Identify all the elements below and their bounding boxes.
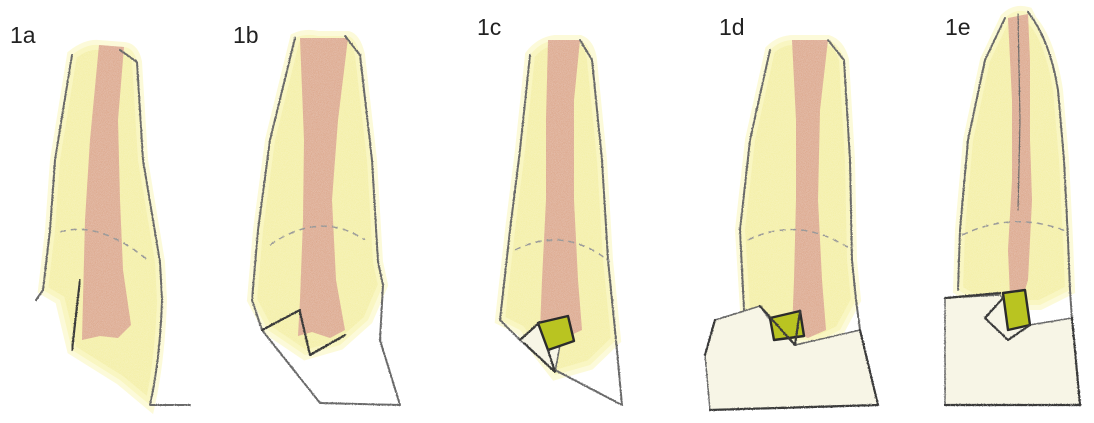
tooth-1d (705, 40, 878, 410)
tooth-1a (36, 45, 190, 405)
tooth-1b (252, 35, 400, 405)
tooth-1c (500, 40, 622, 405)
tooth-1e-restoration (1003, 290, 1030, 330)
tooth-1e (945, 11, 1080, 405)
